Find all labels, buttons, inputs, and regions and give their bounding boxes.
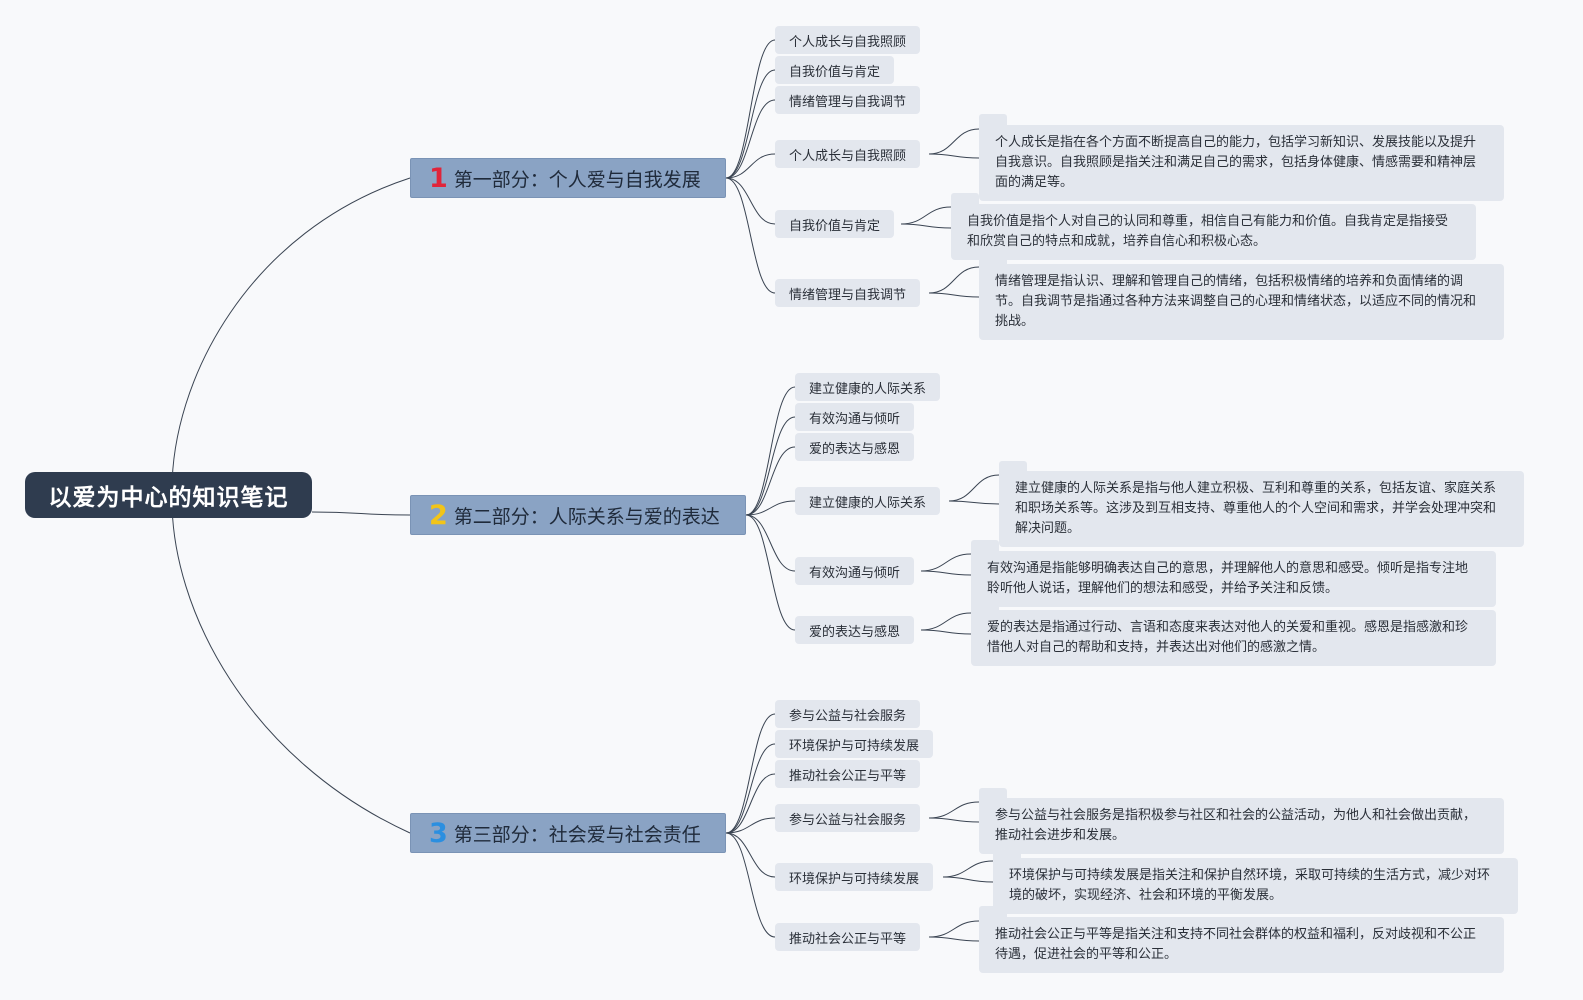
connector-line-5 <box>725 177 776 225</box>
topic-2-3[interactable]: 爱的表达与感恩 <box>795 433 915 461</box>
section-2-node[interactable]: 2 第二部分：人际关系与爱的表达 <box>410 495 746 535</box>
topic-2-1[interactable]: 建立健康的人际关系 <box>795 373 941 401</box>
detail-label-2-2[interactable]: 有效沟通与倾听 <box>795 557 915 585</box>
connector-line-12 <box>928 292 980 298</box>
detail-label-1-3[interactable]: 情绪管理与自我调节 <box>775 279 921 307</box>
connector-line-32 <box>928 817 980 823</box>
connector-line-10 <box>900 223 952 229</box>
detail-text-2-1[interactable]: 建立健康的人际关系是指与他人建立积极、互利和尊重的关系，包括友谊、家庭关系和职场… <box>999 471 1524 547</box>
connector-line-24 <box>920 629 972 635</box>
connector-line-23 <box>920 612 972 631</box>
connector-line-9 <box>900 206 952 225</box>
detail-label-1-2[interactable]: 自我价值与肯定 <box>775 210 895 238</box>
connector-line-30 <box>725 832 776 938</box>
connector-line-35 <box>928 920 980 938</box>
connector-line-31 <box>928 801 980 819</box>
connector-line-25 <box>725 713 776 834</box>
detail-text-1-1[interactable]: 个人成长是指在各个方面不断提高自己的能力，包括学习新知识、发展技能以及提升自我意… <box>979 125 1504 201</box>
connector-line-19 <box>948 474 1000 502</box>
section-1-node[interactable]: 1 第一部分：个人爱与自我发展 <box>410 158 726 198</box>
detail-label-2-3[interactable]: 爱的表达与感恩 <box>795 616 915 644</box>
connector-line-6 <box>725 177 776 294</box>
connector-line-13 <box>745 386 796 516</box>
connector-line-16 <box>745 500 796 516</box>
connector-line-17 <box>745 514 796 572</box>
detail-label-3-3[interactable]: 推动社会公正与平等 <box>775 923 921 951</box>
detail-text-2-3[interactable]: 爱的表达是指通过行动、言语和态度来表达对他人的关爱和重视。感恩是指感激和珍惜他人… <box>971 610 1496 666</box>
section-3-number: 3 <box>429 817 448 849</box>
connector-line-4 <box>725 153 776 179</box>
section-1-title: 第一部分：个人爱与自我发展 <box>453 168 701 191</box>
section-3-title: 第三部分：社会爱与社会责任 <box>453 823 701 846</box>
connector-line-20 <box>948 500 1000 505</box>
detail-label-3-2[interactable]: 环境保护与可持续发展 <box>775 863 934 891</box>
detail-text-2-2[interactable]: 有效沟通是指能够明确表达自己的意思，并理解他人的意思和感受。倾听是指专注地聆听他… <box>971 551 1496 607</box>
connector-line-21 <box>920 553 972 572</box>
topic-3-3[interactable]: 推动社会公正与平等 <box>775 760 921 788</box>
detail-label-2-1[interactable]: 建立健康的人际关系 <box>795 487 941 515</box>
detail-text-1-3[interactable]: 情绪管理是指认识、理解和管理自己的情绪，包括积极情绪的培养和负面情绪的调节。自我… <box>979 264 1504 340</box>
detail-text-3-1[interactable]: 参与公益与社会服务是指积极参与社区和社会的公益活动，为他人和社会做出贡献，推动社… <box>979 798 1504 854</box>
section-3-node[interactable]: 3 第三部分：社会爱与社会责任 <box>410 813 726 853</box>
connector-line-14 <box>745 416 796 516</box>
topic-3-1[interactable]: 参与公益与社会服务 <box>775 700 921 728</box>
connector-line-29 <box>725 832 776 878</box>
connector-line-22 <box>920 570 972 576</box>
connector-line-2 <box>725 69 776 179</box>
connector-line-18 <box>745 514 796 631</box>
topic-2-2[interactable]: 有效沟通与倾听 <box>795 403 915 431</box>
connector-line-1 <box>725 39 776 179</box>
connector-line-8 <box>928 153 980 159</box>
topic-1-3[interactable]: 情绪管理与自我调节 <box>775 86 921 114</box>
connector-line-7 <box>928 128 980 155</box>
connector-line-11 <box>928 266 980 294</box>
connector-line-0 <box>311 511 411 516</box>
root-node[interactable]: 以爱为中心的知识笔记 <box>25 472 312 518</box>
detail-text-3-2[interactable]: 环境保护与可持续发展是指关注和保护自然环境，采取可持续的生活方式，减少对环境的破… <box>993 858 1518 914</box>
topic-1-1[interactable]: 个人成长与自我照顾 <box>775 26 921 54</box>
connector-line-27 <box>725 773 776 834</box>
connector-line-36 <box>928 936 980 942</box>
detail-label-3-1[interactable]: 参与公益与社会服务 <box>775 804 921 832</box>
connector-line-34 <box>942 876 994 883</box>
connector-line-26 <box>725 743 776 834</box>
section-2-number: 2 <box>429 499 448 531</box>
connector-line-15 <box>745 446 796 516</box>
topic-1-2[interactable]: 自我价值与肯定 <box>775 56 895 84</box>
section-1-number: 1 <box>429 162 448 194</box>
connector-line-28 <box>725 817 776 834</box>
detail-text-1-2[interactable]: 自我价值是指个人对自己的认同和尊重，相信自己有能力和价值。自我肯定是指接受和欣赏… <box>951 204 1476 260</box>
detail-text-3-3[interactable]: 推动社会公正与平等是指关注和支持不同社会群体的权益和福利，反对歧视和不公正待遇，… <box>979 917 1504 973</box>
topic-3-2[interactable]: 环境保护与可持续发展 <box>775 730 934 758</box>
section-2-title: 第二部分：人际关系与爱的表达 <box>453 505 720 528</box>
detail-label-1-1[interactable]: 个人成长与自我照顾 <box>775 140 921 168</box>
connector-line-33 <box>942 860 994 878</box>
connector-line-3 <box>725 99 776 179</box>
